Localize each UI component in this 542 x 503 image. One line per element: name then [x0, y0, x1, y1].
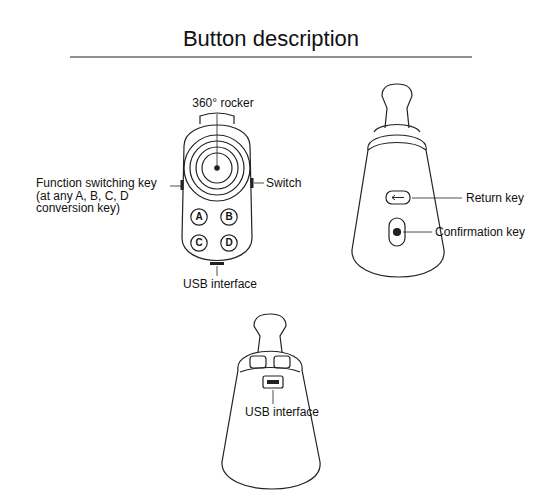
button-letter: C — [190, 234, 208, 252]
button-letter: A — [190, 208, 208, 226]
part-label: Return key — [466, 192, 538, 205]
part-label: USB interface — [170, 278, 270, 291]
part-label: Confirmation key — [435, 226, 539, 239]
button-circle: A — [190, 208, 208, 226]
part-label: USB interface — [232, 406, 332, 419]
button-circle: C — [190, 234, 208, 252]
button-circle: D — [220, 234, 238, 252]
button-letter: B — [220, 208, 238, 226]
page-title: Button description — [0, 26, 542, 52]
part-label: Function switching key (at any A, B, C, … — [36, 177, 168, 215]
controller-side — [352, 84, 462, 277]
title-rule — [70, 57, 472, 58]
part-label: Switch — [266, 177, 326, 190]
button-letter: D — [220, 234, 238, 252]
part-label: 360° rocker — [183, 97, 263, 110]
controller-rear — [222, 314, 320, 489]
button-circle: B — [220, 208, 238, 226]
controller-front — [170, 113, 264, 276]
